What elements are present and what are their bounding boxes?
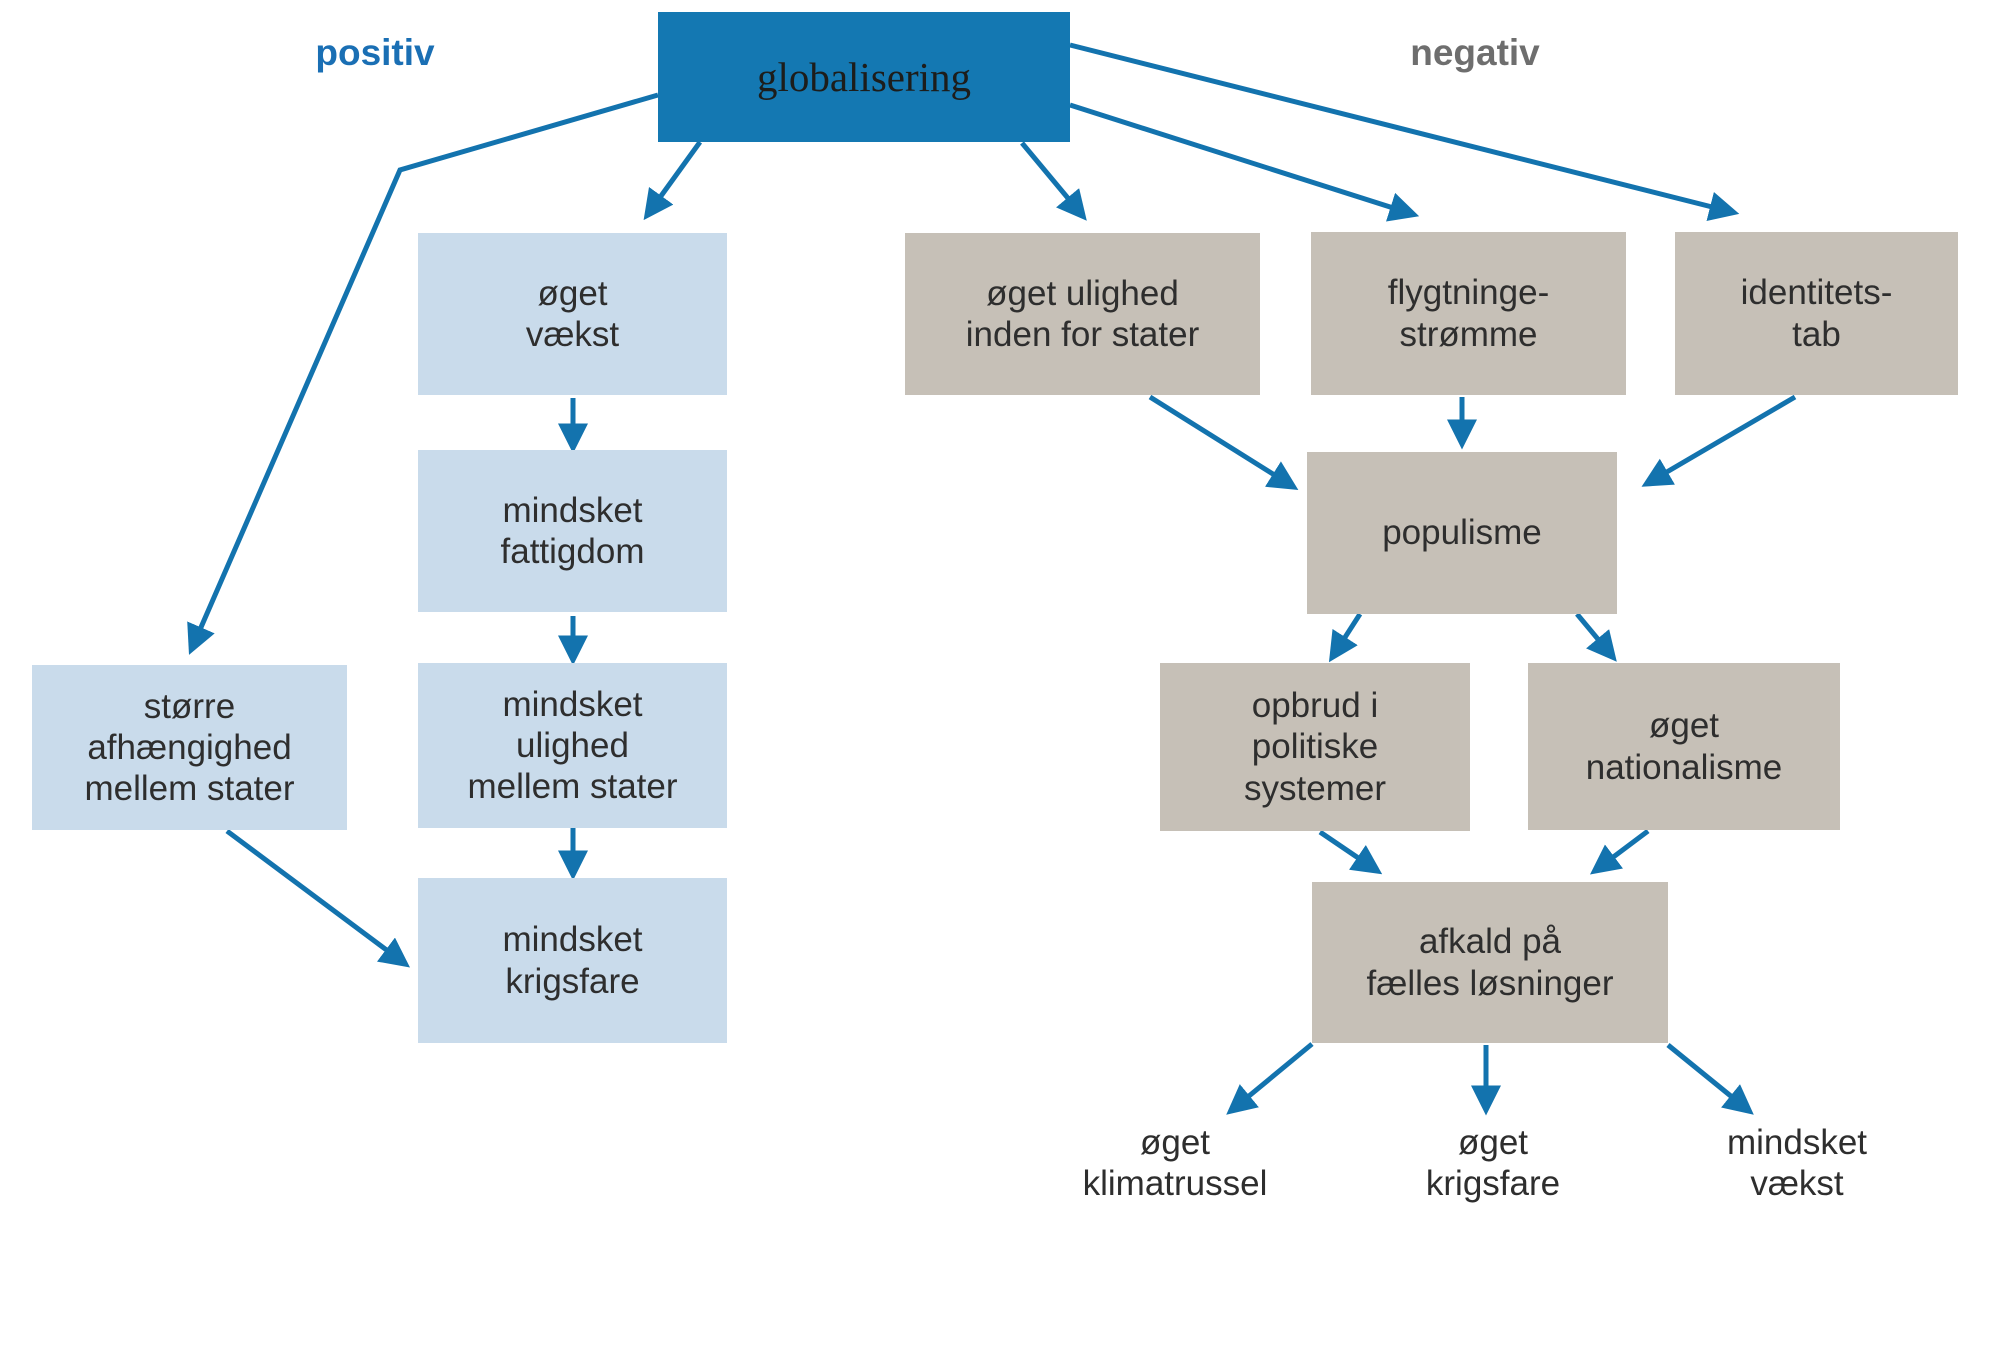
node-identitetstab: identitets- tab	[1675, 232, 1958, 395]
arrow-root-to-flygtningestromme	[1069, 102, 1420, 222]
node-afkald-pa-faelles-losninger: afkald på fælles løsninger	[1312, 882, 1668, 1043]
node-mindsket-fattigdom: mindsket fattigdom	[418, 450, 727, 612]
branch-label-negative: negativ	[1410, 32, 1540, 73]
node-oget-nationalisme: øget nationalisme	[1528, 663, 1840, 830]
arrow-populisme-to-nationalisme	[1575, 612, 1617, 662]
node-opbrud-i-politiske-systemer: opbrud i politiske systemer	[1160, 663, 1470, 831]
outcome-oget-krigsfare: øget krigsfare	[1425, 1123, 1561, 1204]
node-oget-ulighed-inden-for-stater: øget ulighed inden for stater	[905, 233, 1260, 395]
arrow-root-to-oget-vaekst	[643, 140, 703, 221]
arrow-nationalisme-to-afkald	[1590, 829, 1650, 875]
node-globalisering: globalisering	[658, 12, 1070, 142]
arrow-identitetstab-to-populisme	[1641, 394, 1797, 487]
arrow-afhaengighed-to-krigsfare	[225, 828, 411, 968]
arrow-root-to-storre-afhaengighed	[187, 92, 659, 655]
arrow-afkald-to-klimatrussel	[1226, 1042, 1314, 1115]
outcome-oget-klimatrussel: øget klimatrussel	[1082, 1123, 1268, 1204]
arrow-afkald-to-mindsket-vaekst	[1666, 1043, 1754, 1115]
arrow-root-to-oget-ulighed	[1020, 141, 1087, 221]
outcome-mindsket-vaekst: mindsket vækst	[1726, 1123, 1868, 1204]
node-mindsket-ulighed-mellem-stater: mindsket ulighed mellem stater	[418, 663, 727, 828]
node-mindsket-krigsfare: mindsket krigsfare	[418, 878, 727, 1043]
branch-label-positive: positiv	[315, 32, 435, 73]
node-oget-vaekst: øget vækst	[418, 233, 727, 395]
arrow-ulighed-stater-to-populisme	[1148, 394, 1299, 490]
node-storre-afhaengighed: større afhængighed mellem stater	[32, 665, 347, 830]
arrow-root-to-identitetstab	[1069, 42, 1740, 222]
node-populisme: populisme	[1307, 452, 1617, 614]
arrow-populisme-to-opbrud	[1328, 612, 1363, 663]
node-flygtningestromme: flygtninge- strømme	[1311, 232, 1626, 395]
arrow-opbrud-to-afkald	[1318, 829, 1383, 875]
